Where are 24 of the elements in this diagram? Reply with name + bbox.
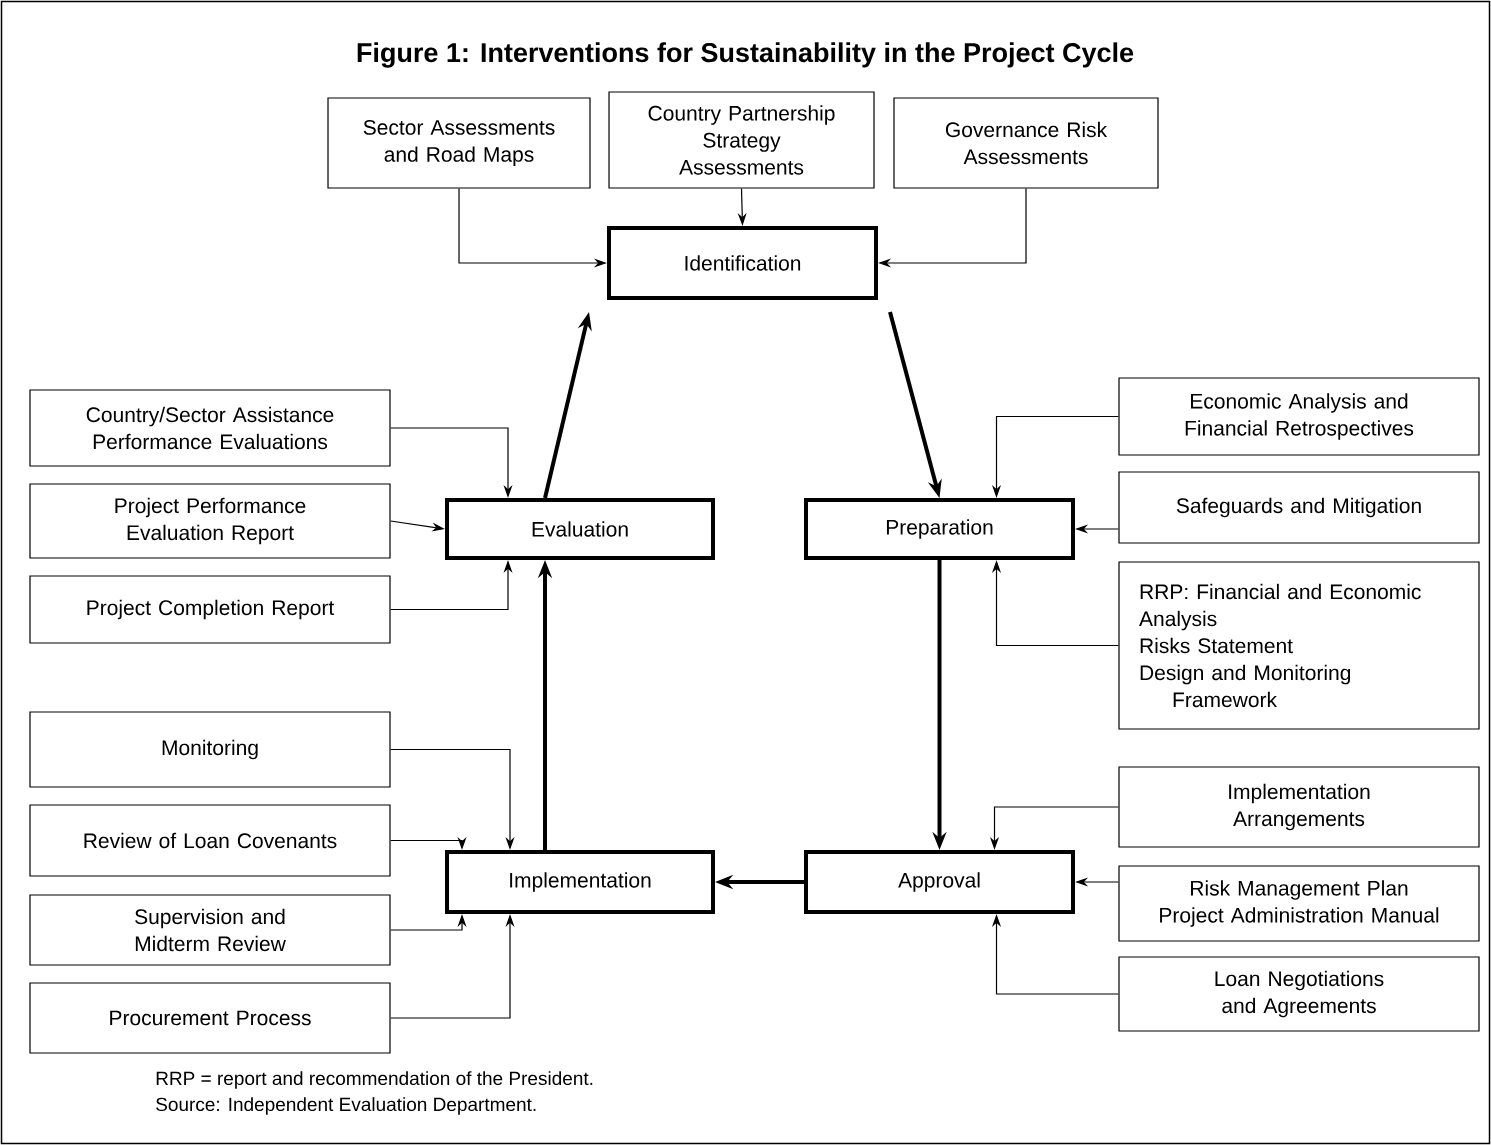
process-box: Sector Assessments and Road Maps bbox=[327, 97, 591, 189]
process-box: Risk Management Plan Project Administration Manual bbox=[1118, 865, 1480, 942]
process-box: Supervision and Midterm Review bbox=[29, 894, 391, 966]
process-box: Loan Negotiations and Agreements bbox=[1118, 956, 1480, 1032]
process-box: Implementation Arrangements bbox=[1118, 766, 1480, 848]
note: Source: Independent Evaluation Department. bbox=[156, 1097, 536, 1115]
stage-box: Identification bbox=[607, 226, 878, 300]
process-box: Monitoring bbox=[29, 711, 391, 788]
title: Figure 1: Interventions for Sustainability in the Project Cycle bbox=[357, 42, 1134, 68]
process-box: Project Completion Report bbox=[29, 575, 391, 644]
process-box: Review of Loan Covenants bbox=[29, 804, 391, 877]
process-box: Safeguards and Mitigation bbox=[1118, 471, 1480, 544]
stage-box: Evaluation bbox=[445, 498, 715, 560]
process-box: Country/Sector Assistance Performance Evaluations bbox=[29, 389, 391, 467]
stage-box: Preparation bbox=[804, 498, 1075, 560]
process-box: Economic Analysis and Financial Retrospectives bbox=[1118, 377, 1480, 456]
stage-box: Approval bbox=[804, 850, 1075, 914]
process-box: Governance Risk Assessments bbox=[893, 97, 1159, 189]
process-box: Project Performance Evaluation Report bbox=[29, 483, 391, 559]
note: RRP = report and recommendation of the President. bbox=[156, 1071, 593, 1089]
stage-box: Implementation bbox=[445, 850, 715, 914]
process-box: Procurement Process bbox=[29, 982, 391, 1054]
process-box: RRP: Financial and Economic Analysis Risks Statement Design and Monitoring Framework bbox=[1118, 561, 1480, 730]
process-box: Country Partnership Strategy Assessments bbox=[608, 91, 875, 189]
